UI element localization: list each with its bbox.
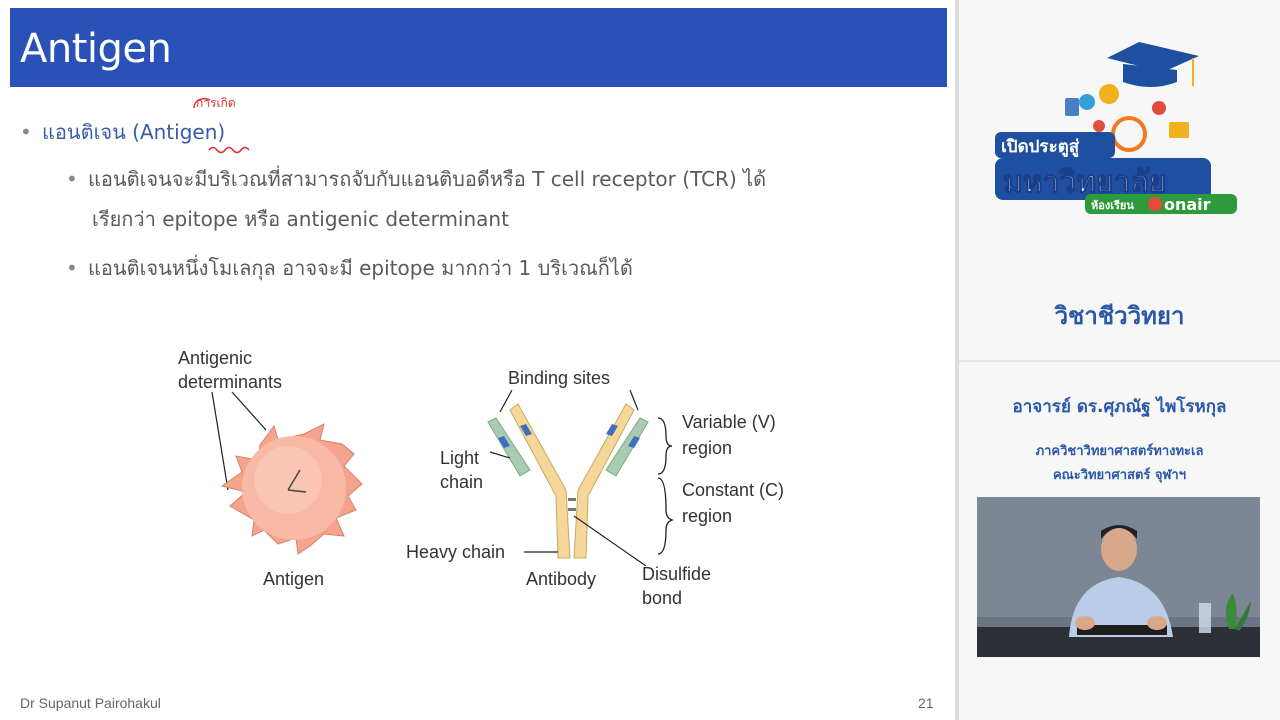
- antigen-molecule: [220, 423, 363, 555]
- bullet-epitope: •แอนติเจนจะมีบริเวณที่สามารถจับกับแอนติบ…: [66, 167, 767, 191]
- bullet-epitope-text: แอนติเจนจะมีบริเวณที่สามารถจับกับแอนติบอ…: [88, 167, 767, 191]
- antigen-antibody-diagram: Antigenic determinants Antigen Binding s…: [178, 348, 784, 608]
- teacher-name: อาจารย์ ดร.ศุภณัฐ ไพโรหกุล: [1012, 397, 1227, 417]
- label-constant-region: region: [682, 506, 732, 526]
- label-variable-region: region: [682, 438, 732, 458]
- instructor-video: [977, 497, 1260, 657]
- antibody-molecule: [487, 403, 649, 559]
- label-determinants: determinants: [178, 372, 282, 392]
- footer-author: Dr Supanut Pairohakul: [20, 695, 161, 711]
- logo-text-line1: เปิดประตูสู่: [1001, 137, 1080, 158]
- bullet-multiple-epitopes: •แอนติเจนหนึ่งโมเลกุล อาจจะมี epitope มา…: [66, 256, 633, 280]
- department: ภาควิชาวิทยาศาสตร์ทางทะเล: [1035, 444, 1204, 459]
- label-antigen: Antigen: [263, 569, 324, 589]
- label-light: Light: [440, 448, 479, 468]
- label-disulfide: Disulfide: [642, 564, 711, 584]
- sidebar-separator: [959, 360, 1280, 362]
- sidebar: เปิดประตูสู่ มหาวิทยาลัย ห้องเรียน onair…: [959, 0, 1280, 720]
- page-number: 21: [918, 695, 934, 711]
- bullet-antigen: •แอนติเจน (Antigen): [20, 120, 226, 144]
- label-binding-sites: Binding sites: [508, 368, 610, 388]
- label-bond: bond: [642, 588, 682, 608]
- subject-title: วิชาชีววิทยา: [1054, 302, 1185, 330]
- handwritten-annotation: การเกิด: [196, 96, 236, 110]
- bullet-antigen-text: แอนติเจน (Antigen): [42, 120, 226, 144]
- slide-title: Antigen: [20, 26, 172, 72]
- annotation-curve: [193, 98, 211, 109]
- bullet-epitope-continued: เรียกว่า epitope หรือ antigenic determin…: [92, 207, 509, 231]
- label-antigenic: Antigenic: [178, 348, 252, 368]
- label-chain: chain: [440, 472, 483, 492]
- faculty: คณะวิทยาศาสตร์ จุฬาฯ: [1052, 468, 1187, 483]
- slide-title-bar: Antigen: [10, 8, 947, 87]
- label-constant: Constant (C): [682, 480, 784, 500]
- slide: Antigen การเกิด •แอนติเจน (Antigen) •แอน…: [10, 8, 947, 711]
- annotation-squiggle: [208, 146, 250, 154]
- onair-logo: เปิดประตูสู่ มหาวิทยาลัย ห้องเรียน onair: [995, 42, 1237, 214]
- label-variable: Variable (V): [682, 412, 776, 432]
- bullet-multiple-epitopes-text: แอนติเจนหนึ่งโมเลกุล อาจจะมี epitope มาก…: [88, 256, 633, 280]
- label-antibody: Antibody: [526, 569, 596, 589]
- logo-text-line4: onair: [1164, 195, 1211, 214]
- panel-divider: [955, 0, 959, 720]
- logo-text-line3: ห้องเรียน: [1091, 199, 1134, 212]
- label-heavy-chain: Heavy chain: [406, 542, 505, 562]
- logo-text-line2: มหาวิทยาลัย: [1003, 165, 1166, 200]
